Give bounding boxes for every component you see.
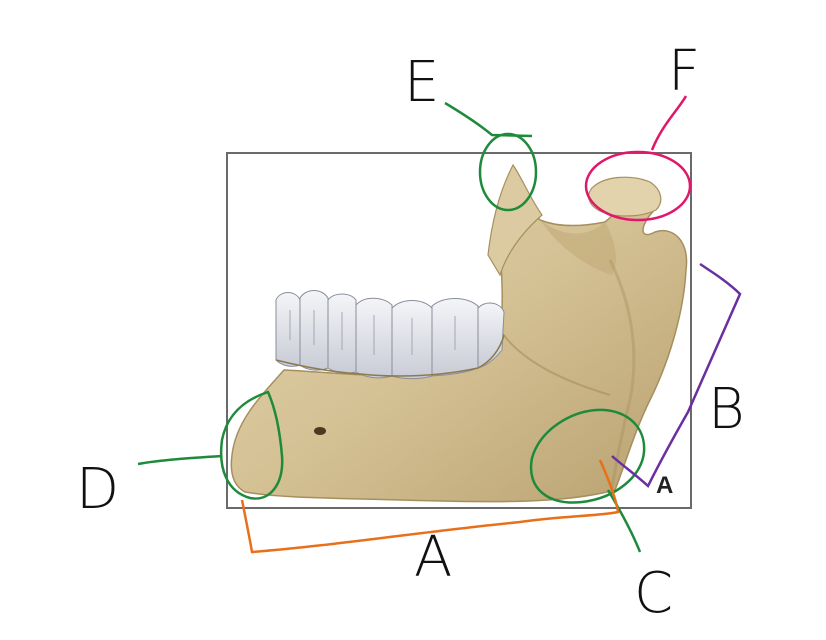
label-e: E	[404, 50, 439, 115]
tooth-cusp-lines	[289, 310, 456, 355]
annotation-b: B	[611, 262, 745, 489]
leader-f	[650, 95, 688, 151]
coronoid-process	[487, 163, 543, 277]
mental-foramen	[314, 427, 326, 435]
label-f: F	[668, 39, 700, 104]
mandible-illustration	[230, 163, 688, 503]
label-d: D	[76, 457, 119, 522]
gum-line	[275, 334, 505, 377]
mandibular-notch	[540, 220, 616, 275]
annotation-f: F	[584, 39, 700, 222]
annotation-a: A	[240, 459, 620, 590]
ramus-shading	[608, 259, 636, 489]
label-a: A	[414, 525, 452, 590]
leader-e	[444, 101, 533, 138]
condylar-process	[588, 176, 662, 217]
annotation-d: D	[76, 390, 284, 522]
bracket-a	[240, 459, 620, 554]
leader-d	[137, 454, 223, 466]
bracket-b	[611, 262, 742, 489]
circle-d	[219, 390, 284, 500]
label-c: C	[634, 561, 673, 626]
circle-f	[584, 150, 692, 222]
tooth	[477, 302, 505, 369]
annotation-c: C	[529, 408, 673, 626]
circle-e	[478, 132, 538, 212]
teeth-row	[275, 290, 505, 380]
leader-c	[606, 489, 642, 553]
panel-letter: A	[656, 472, 673, 499]
tooth	[275, 292, 301, 367]
circle-c	[529, 408, 646, 504]
label-b: B	[708, 377, 745, 442]
annotation-e: E	[404, 50, 538, 212]
oblique-line	[499, 329, 611, 396]
